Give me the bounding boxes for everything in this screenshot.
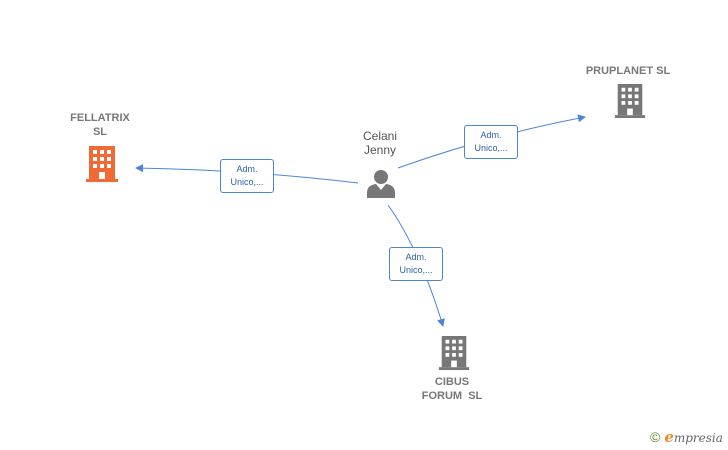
empresia-watermark: © empresia bbox=[650, 428, 723, 446]
edge-label-cibus[interactable]: Adm. Unico,... bbox=[389, 247, 443, 281]
edge-label-pruplanet[interactable]: Adm. Unico,... bbox=[464, 125, 518, 159]
copyright-symbol: © bbox=[650, 429, 661, 445]
person-name[interactable]: Celani Jenny bbox=[362, 129, 398, 157]
building-icon[interactable] bbox=[86, 146, 118, 182]
edge-label-fellatrix[interactable]: Adm. Unico,... bbox=[220, 159, 274, 193]
person-icon[interactable] bbox=[366, 169, 396, 198]
company-name-cibus[interactable]: CIBUS FORUM SL bbox=[421, 376, 483, 402]
building-icon[interactable] bbox=[614, 84, 646, 118]
company-name-pruplanet[interactable]: PRUPLANET SL bbox=[585, 65, 671, 77]
empresia-logo: empresia bbox=[664, 428, 723, 446]
building-icon[interactable] bbox=[438, 336, 470, 370]
company-name-fellatrix[interactable]: FELLATRIX SL bbox=[70, 112, 130, 138]
